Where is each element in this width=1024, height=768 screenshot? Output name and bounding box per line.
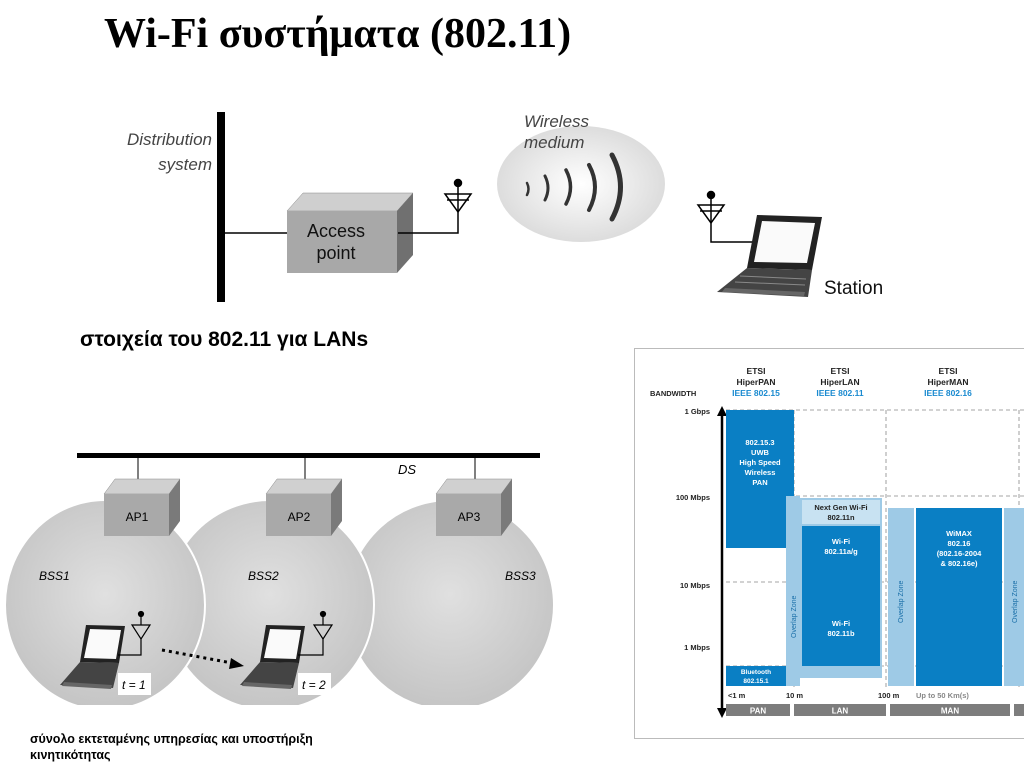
y-tick-10mbps: 10 Mbps <box>680 581 710 590</box>
laptop-icon <box>717 215 822 297</box>
ds-label: DS <box>398 462 416 477</box>
radio-waves-icon <box>525 152 623 222</box>
overlap-zone-label-2: Overlap Zone <box>898 580 905 623</box>
antenna-icon <box>118 610 152 656</box>
header-name-2: HiperLAN <box>820 377 859 387</box>
access-point-label-2: point <box>316 243 355 263</box>
category-man-label: MAN <box>941 707 959 716</box>
wimax-block <box>916 508 1002 686</box>
time-box-1 <box>118 673 151 695</box>
uwb-block <box>726 410 794 548</box>
y-tick-1mbps: 1 Mbps <box>684 643 710 652</box>
wireless-medium-label-2: medium <box>524 133 584 152</box>
category-lan <box>794 704 886 716</box>
laptop-icon <box>240 625 305 689</box>
time-label-2: t = 2 <box>302 678 326 692</box>
antenna-icon <box>298 610 334 656</box>
infrastructure-diagram: Distribution system Access point Wireles… <box>127 112 883 302</box>
time-label-1: t = 1 <box>122 678 146 692</box>
laptop-icon <box>60 625 125 689</box>
section-subtitle: στοιχεία του 802.11 για LANs <box>80 328 369 351</box>
time-box-2 <box>298 673 331 695</box>
y-axis-arrow <box>717 406 727 718</box>
overlap-zone-1 <box>786 496 800 686</box>
station-label: Station <box>824 278 883 299</box>
ess-caption: σύνολο εκτεταμένης υπηρεσίας και υποστήρ… <box>30 732 313 762</box>
access-point-label-1: Access <box>307 221 365 241</box>
category-pan <box>726 704 790 716</box>
wireless-medium-label-1: Wireless <box>524 112 590 131</box>
ap3-label: AP3 <box>458 510 481 524</box>
ap2-box: AP2 <box>265 478 343 536</box>
header-std-3: IEEE 802.16 <box>924 388 972 398</box>
overlap-zone-label-1: Overlap Zone <box>791 595 798 638</box>
ap3-box: AP3 <box>435 478 513 536</box>
ess-diagram: DS AP1 AP2 AP3 BSS1 BSS2 BSS3 t = 1 <box>4 453 555 705</box>
header-name-1: HiperPAN <box>736 377 775 387</box>
ap2-label: AP2 <box>288 510 311 524</box>
header-std-2: IEEE 802.11 <box>816 388 864 398</box>
slide-title: Wi-Fi συστήματα (802.11) <box>104 11 572 57</box>
access-point-box: Access point <box>286 192 414 273</box>
wifi-ag-text-2: 802.11a/g <box>824 547 858 556</box>
distribution-label-1: Distribution <box>127 130 212 149</box>
wireless-standards-chart: ETSI HiperPAN IEEE 802.15 ETSI HiperLAN … <box>634 348 1024 739</box>
movement-arrow <box>161 648 233 665</box>
bss1-label: BSS1 <box>39 569 70 583</box>
wifi-b-text-1: Wi-Fi <box>832 619 850 628</box>
uwb-text-3: High Speed <box>739 458 781 467</box>
bss2-label: BSS2 <box>248 569 279 583</box>
overlap-zone-3 <box>1004 508 1024 686</box>
header-org-2: ETSI <box>831 366 850 376</box>
wireless-medium-cloud <box>497 126 665 242</box>
bandwidth-label: BANDWIDTH <box>650 389 696 398</box>
header-std-1: IEEE 802.15 <box>732 388 780 398</box>
bluetooth-block <box>726 666 786 686</box>
wifi-ag-text-1: Wi-Fi <box>832 537 850 546</box>
wimax-text-2: 802.16 <box>948 539 971 548</box>
station-antenna-icon <box>696 190 758 243</box>
wimax-text-4: & 802.16e) <box>940 559 978 568</box>
header-org-1: ETSI <box>747 366 766 376</box>
uwb-text-1: 802.15.3 <box>745 438 774 447</box>
x-tick-100m: 100 m <box>878 691 900 700</box>
x-tick-1m: <1 m <box>728 691 746 700</box>
wimax-text-1: WiMAX <box>946 529 972 538</box>
bss3-label: BSS3 <box>505 569 536 583</box>
uwb-text-5: PAN <box>752 478 767 487</box>
overlap-zone-label-3: Overlap Zone <box>1012 580 1019 623</box>
category-lan-label: LAN <box>832 707 849 716</box>
next-gen-wifi-block <box>802 500 880 524</box>
distribution-system-bar <box>217 112 225 302</box>
x-tick-10m: 10 m <box>786 691 803 700</box>
uwb-text-4: Wireless <box>745 468 776 477</box>
category-pan-label: PAN <box>750 707 767 716</box>
antenna-icon <box>398 178 473 234</box>
y-tick-1gbps: 1 Gbps <box>685 407 710 416</box>
overlap-zone-2 <box>888 508 914 686</box>
bluetooth-text-1: Bluetooth <box>741 669 771 676</box>
wifi-block <box>802 526 880 666</box>
ap1-box: AP1 <box>103 478 181 536</box>
category-man <box>890 704 1010 716</box>
uwb-text-2: UWB <box>751 448 769 457</box>
distribution-label-2: system <box>158 155 212 174</box>
category-wan <box>1014 704 1024 716</box>
y-tick-100mbps: 100 Mbps <box>676 493 710 502</box>
header-name-3: HiperMAN <box>927 377 968 387</box>
arrow-head-icon <box>229 658 244 669</box>
wifi-b-text-2: 802.11b <box>827 629 855 638</box>
ds-line <box>77 453 540 458</box>
x-tick-50km: Up to 50 Km(s) <box>916 691 969 700</box>
bluetooth-text-2: 802.15.1 <box>743 678 769 685</box>
next-gen-text-2: 802.11n <box>827 513 855 522</box>
next-gen-text-1: Next Gen Wi-Fi <box>814 503 867 512</box>
header-org-3: ETSI <box>939 366 958 376</box>
ap1-label: AP1 <box>126 510 149 524</box>
wimax-text-3: (802.16-2004 <box>937 549 982 558</box>
